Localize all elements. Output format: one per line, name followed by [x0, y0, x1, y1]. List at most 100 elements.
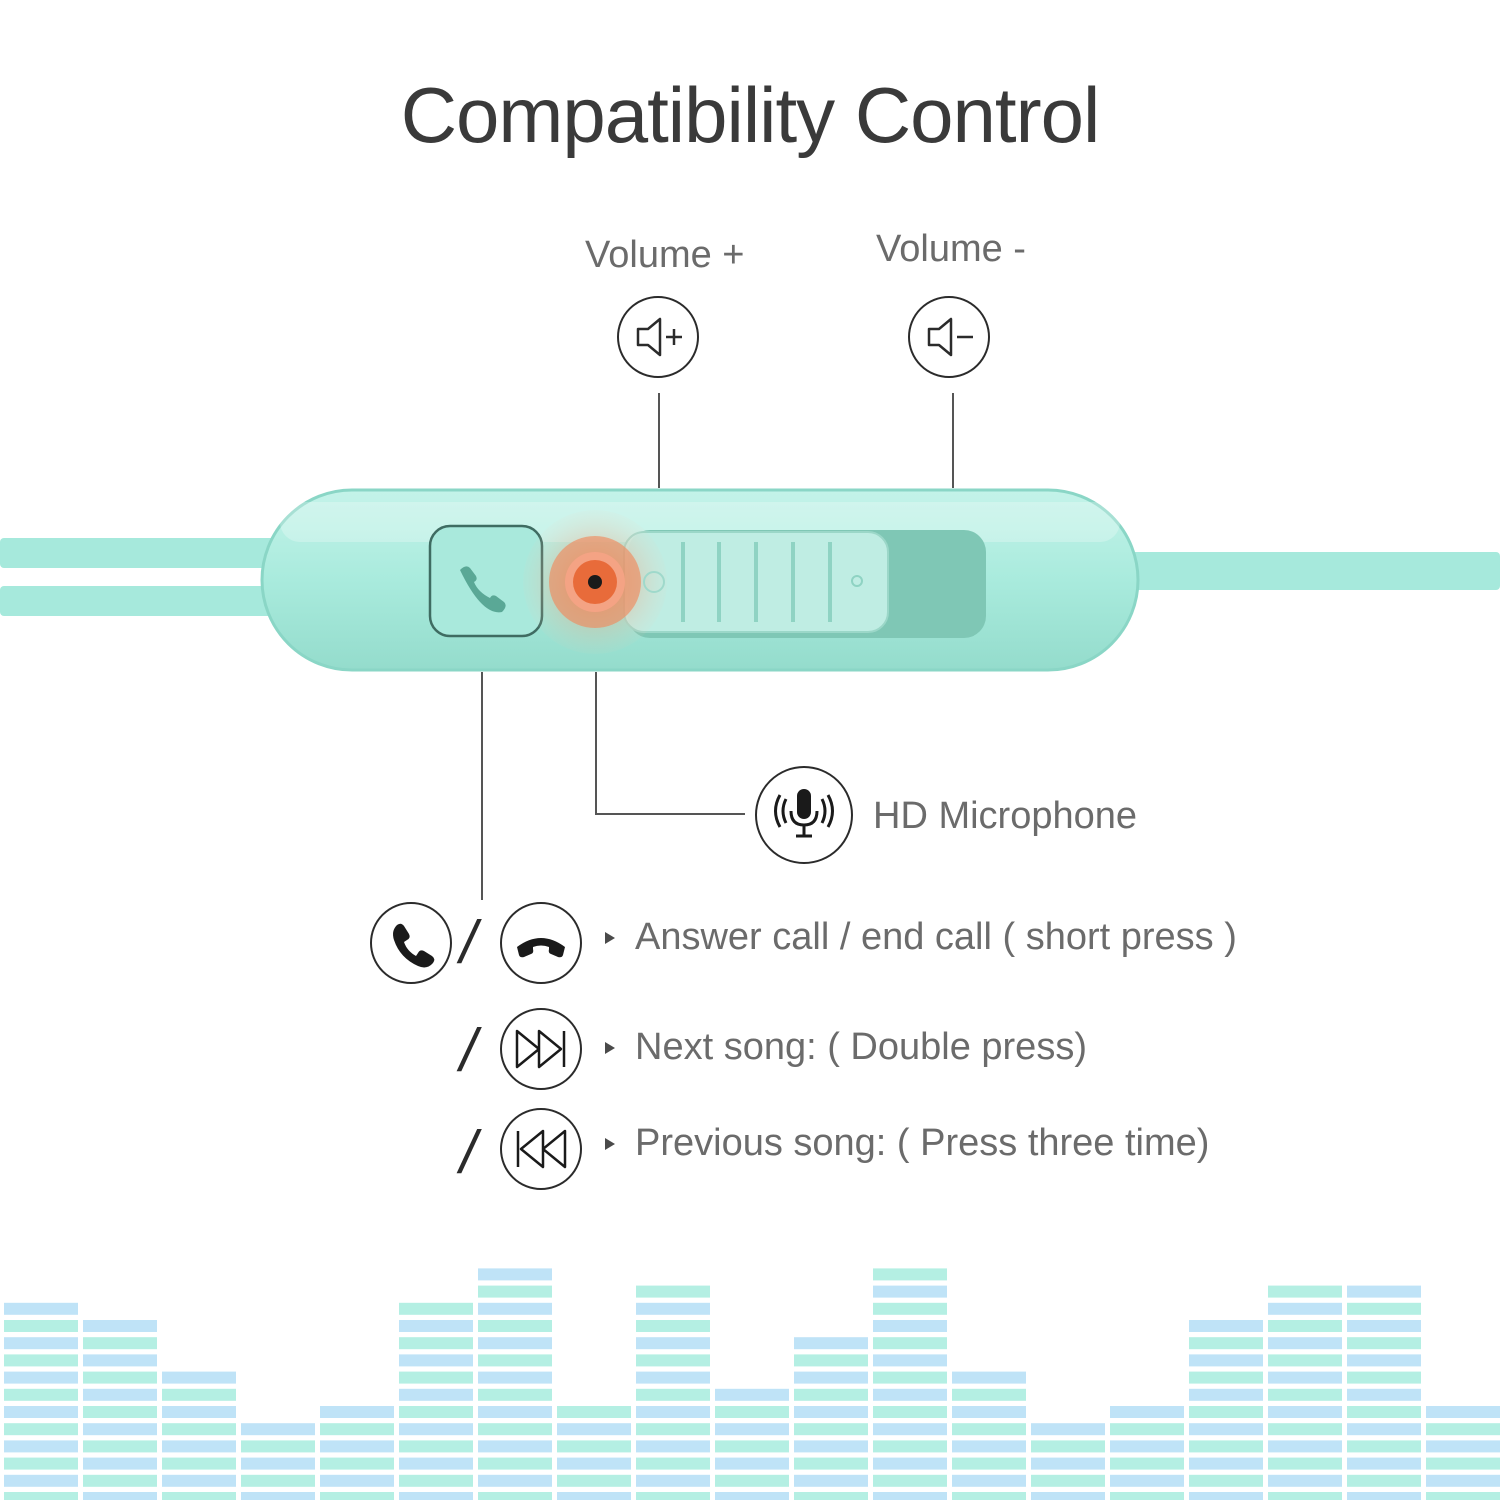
call-connector: [481, 672, 483, 900]
equalizer-bar-segment: [1268, 1337, 1342, 1350]
bullet-icon: [605, 1042, 615, 1054]
right-cable: [1120, 552, 1500, 590]
equalizer-bar-segment: [478, 1302, 552, 1315]
equalizer-bar-segment: [162, 1423, 236, 1436]
equalizer-bar-segment: [83, 1337, 157, 1350]
equalizer-bar-segment: [4, 1371, 78, 1384]
equalizer-bar-segment: [1031, 1440, 1105, 1453]
equalizer-bar-segment: [952, 1474, 1026, 1487]
equalizer-bar-segment: [1189, 1320, 1263, 1332]
equalizer-bar-segment: [1347, 1371, 1421, 1384]
equalizer-bar-segment: [557, 1457, 631, 1470]
volume-up-label: Volume +: [585, 234, 745, 276]
equalizer-bar-segment: [636, 1371, 710, 1384]
separator-slash: /: [460, 909, 477, 976]
equalizer-bar-segment: [636, 1440, 710, 1453]
separator-slash: /: [460, 1119, 477, 1186]
equalizer-bar-segment: [1110, 1457, 1184, 1470]
equalizer-bar-segment: [478, 1388, 552, 1401]
equalizer-bar-segment: [478, 1268, 552, 1281]
equalizer-bar-segment: [399, 1371, 473, 1384]
equalizer-bar-segment: [794, 1440, 868, 1453]
equalizer-bar-segment: [1268, 1440, 1342, 1453]
equalizer-bar-segment: [399, 1388, 473, 1401]
equalizer-bar-segment: [1426, 1474, 1500, 1487]
equalizer-bar-segment: [4, 1457, 78, 1470]
equalizer-bar-segment: [952, 1457, 1026, 1470]
equalizer-bar-segment: [636, 1423, 710, 1436]
equalizer-bar-segment: [715, 1474, 789, 1487]
equalizer-bar-segment: [478, 1474, 552, 1487]
equalizer-bar-segment: [1268, 1302, 1342, 1315]
equalizer-bar-segment: [873, 1492, 947, 1500]
equalizer-bar-segment: [873, 1388, 947, 1401]
equalizer-bar-segment: [794, 1337, 868, 1350]
equalizer-bar-segment: [873, 1440, 947, 1453]
equalizer-bar-segment: [715, 1406, 789, 1418]
equalizer-bar-segment: [873, 1268, 947, 1281]
equalizer-bar-segment: [1189, 1423, 1263, 1436]
equalizer-bar-segment: [794, 1492, 868, 1500]
equalizer-bar-segment: [1189, 1354, 1263, 1367]
equalizer-bar-segment: [636, 1337, 710, 1350]
equalizer-bar-segment: [794, 1474, 868, 1487]
equalizer-bar-segment: [1426, 1457, 1500, 1470]
equalizer-bar-segment: [794, 1406, 868, 1418]
equalizer-bar-segment: [952, 1440, 1026, 1453]
equalizer-bar-segment: [478, 1354, 552, 1367]
equalizer-bar-segment: [794, 1371, 868, 1384]
equalizer-bar-segment: [1347, 1354, 1421, 1367]
equalizer-bar-segment: [4, 1440, 78, 1453]
earphone-remote-illustration: [0, 488, 1500, 672]
equalizer-bar-segment: [952, 1492, 1026, 1500]
next-track-icon: [500, 1008, 582, 1090]
mic-hole: [588, 575, 602, 589]
function-next-song: Next song: ( Double press): [635, 1026, 1087, 1068]
equalizer-bar-segment: [1189, 1388, 1263, 1401]
equalizer-bar-segment: [715, 1423, 789, 1436]
equalizer-bar-segment: [1268, 1285, 1342, 1298]
microphone-label: HD Microphone: [873, 795, 1137, 837]
equalizer-bar-segment: [478, 1320, 552, 1332]
equalizer-bar-segment: [873, 1423, 947, 1436]
equalizer-bar-segment: [320, 1474, 394, 1487]
equalizer-bar-segment: [320, 1406, 394, 1418]
equalizer-bar-segment: [1268, 1423, 1342, 1436]
equalizer-bar-segment: [1031, 1423, 1105, 1436]
equalizer-bar-segment: [478, 1337, 552, 1350]
equalizer-bar-segment: [1347, 1406, 1421, 1418]
equalizer-bar-segment: [1347, 1388, 1421, 1401]
equalizer-bar-segment: [794, 1423, 868, 1436]
equalizer-bar-segment: [952, 1388, 1026, 1401]
equalizer-bar-segment: [1268, 1371, 1342, 1384]
equalizer-bar-segment: [1189, 1440, 1263, 1453]
equalizer-bar-segment: [1110, 1492, 1184, 1500]
equalizer-bar-segment: [4, 1474, 78, 1487]
equalizer-bar-segment: [557, 1492, 631, 1500]
equalizer-bar-segment: [162, 1440, 236, 1453]
equalizer-bar-segment: [83, 1320, 157, 1332]
equalizer-bar-segment: [1347, 1440, 1421, 1453]
equalizer-bar-segment: [1031, 1474, 1105, 1487]
equalizer-bar-segment: [1189, 1492, 1263, 1500]
equalizer-bar-segment: [478, 1423, 552, 1436]
equalizer-bar-segment: [478, 1371, 552, 1384]
equalizer-bar-segment: [4, 1388, 78, 1401]
equalizer-bar-segment: [1347, 1474, 1421, 1487]
equalizer-bar-segment: [557, 1440, 631, 1453]
equalizer-bar-segment: [241, 1474, 315, 1487]
equalizer-bar-segment: [636, 1388, 710, 1401]
mic-connector-vertical: [595, 672, 597, 815]
volume-up-connector: [658, 393, 660, 488]
equalizer-bar-segment: [399, 1406, 473, 1418]
equalizer-bar-segment: [873, 1302, 947, 1315]
equalizer-bar-segment: [399, 1492, 473, 1500]
equalizer-bar-segment: [4, 1423, 78, 1436]
left-cable-bottom: [0, 586, 300, 616]
equalizer-bar-segment: [715, 1440, 789, 1453]
equalizer-bar-segment: [636, 1285, 710, 1298]
previous-track-icon: [500, 1108, 582, 1190]
equalizer-bar-segment: [1110, 1423, 1184, 1436]
equalizer-bar-segment: [320, 1423, 394, 1436]
volume-down-icon: [908, 296, 990, 378]
